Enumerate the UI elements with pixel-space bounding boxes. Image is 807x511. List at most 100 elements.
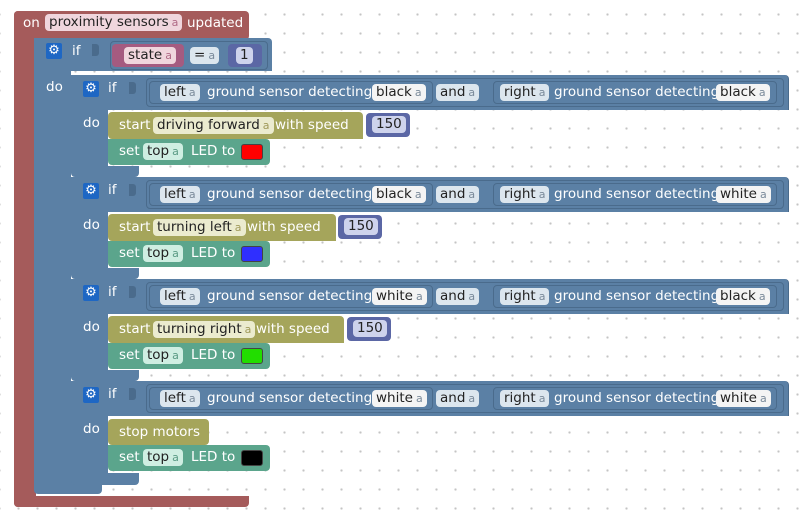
led-to-label: LED to bbox=[191, 347, 236, 363]
variable-state-label: state bbox=[128, 47, 163, 63]
stop-motors-block[interactable] bbox=[108, 419, 209, 445]
inner-if-input-notch bbox=[129, 286, 136, 298]
right-ground-sensor-block[interactable] bbox=[493, 387, 777, 410]
left-sensor-color-label: black bbox=[376, 186, 412, 202]
and-operator-label: and bbox=[440, 288, 466, 304]
left-ground-sensor-block[interactable] bbox=[149, 285, 433, 308]
dropdown-arrow-icon: a bbox=[415, 392, 423, 405]
start-label: start bbox=[119, 219, 151, 235]
speed-label: with speed bbox=[275, 117, 349, 133]
dropdown-arrow-icon: a bbox=[538, 392, 546, 405]
inner-if-bottom-2 bbox=[71, 268, 139, 279]
led-to-label: LED to bbox=[191, 449, 236, 465]
right-sensor-text: ground sensor detecting bbox=[554, 186, 720, 202]
led-color-swatch[interactable] bbox=[241, 450, 263, 466]
speed-value-field[interactable]: 150 bbox=[372, 116, 406, 133]
inner-do-label: do bbox=[83, 319, 100, 335]
dropdown-arrow-icon: a bbox=[172, 451, 179, 464]
dropdown-arrow-icon: a bbox=[414, 188, 422, 201]
right-sensor-side-label: right bbox=[504, 186, 536, 202]
dropdown-arrow-icon: a bbox=[165, 49, 172, 62]
dropdown-arrow-icon: a bbox=[171, 16, 179, 29]
led-position-label: top bbox=[147, 143, 170, 159]
dropdown-arrow-icon: a bbox=[538, 86, 546, 99]
speed-value-field[interactable]: 150 bbox=[344, 218, 378, 235]
dropdown-arrow-icon: a bbox=[758, 86, 766, 99]
led-color-swatch[interactable] bbox=[241, 246, 263, 262]
right-ground-sensor-block[interactable] bbox=[493, 183, 777, 206]
left-sensor-color-label: white bbox=[376, 288, 413, 304]
outer-if-label: if bbox=[72, 43, 81, 59]
led-to-label: LED to bbox=[191, 143, 236, 159]
inner-if-bottom-4 bbox=[71, 473, 139, 485]
left-ground-sensor-block[interactable] bbox=[149, 81, 433, 104]
dropdown-arrow-icon: a bbox=[208, 49, 216, 62]
inner-do-label: do bbox=[83, 115, 100, 131]
gear-icon[interactable]: ⚙ bbox=[83, 81, 99, 97]
right-sensor-side-label: right bbox=[504, 390, 536, 406]
gear-icon[interactable]: ⚙ bbox=[83, 183, 99, 199]
left-ground-sensor-block[interactable] bbox=[149, 183, 433, 206]
inner-if-label: if bbox=[108, 182, 117, 198]
left-sensor-text: ground sensor detecting bbox=[207, 390, 373, 406]
led-color-swatch[interactable] bbox=[241, 348, 263, 364]
right-sensor-text: ground sensor detecting bbox=[554, 288, 720, 304]
gear-icon[interactable]: ⚙ bbox=[83, 285, 99, 301]
dropdown-arrow-icon: a bbox=[414, 86, 422, 99]
right-ground-sensor-block[interactable] bbox=[493, 285, 777, 308]
dropdown-arrow-icon: a bbox=[468, 392, 476, 405]
dropdown-arrow-icon: a bbox=[262, 119, 270, 132]
right-sensor-text: ground sensor detecting bbox=[554, 390, 720, 406]
led-color-swatch[interactable] bbox=[241, 144, 263, 160]
dropdown-arrow-icon: a bbox=[468, 86, 476, 99]
right-sensor-color-label: white bbox=[720, 390, 757, 406]
gear-icon[interactable]: ⚙ bbox=[46, 43, 62, 59]
left-ground-sensor-block[interactable] bbox=[149, 387, 433, 410]
inner-if-bottom-1 bbox=[71, 166, 139, 177]
compare-operator-dropdown[interactable]: =a bbox=[190, 47, 220, 64]
left-sensor-side-label: left bbox=[164, 390, 186, 406]
set-label: set bbox=[119, 449, 140, 465]
dropdown-arrow-icon: a bbox=[538, 188, 546, 201]
speed-value-field[interactable]: 150 bbox=[353, 320, 387, 337]
outer-if-rail bbox=[34, 38, 71, 485]
dropdown-arrow-icon: a bbox=[188, 290, 196, 303]
left-sensor-text: ground sensor detecting bbox=[207, 288, 373, 304]
compare-operator-label: = bbox=[194, 47, 206, 63]
start-label: start bbox=[119, 117, 151, 133]
right-sensor-text: ground sensor detecting bbox=[554, 84, 720, 100]
inner-if-input-notch bbox=[129, 82, 136, 94]
right-ground-sensor-block[interactable] bbox=[493, 81, 777, 104]
gear-icon[interactable]: ⚙ bbox=[83, 387, 99, 403]
number-value-field[interactable]: 1 bbox=[236, 47, 253, 64]
